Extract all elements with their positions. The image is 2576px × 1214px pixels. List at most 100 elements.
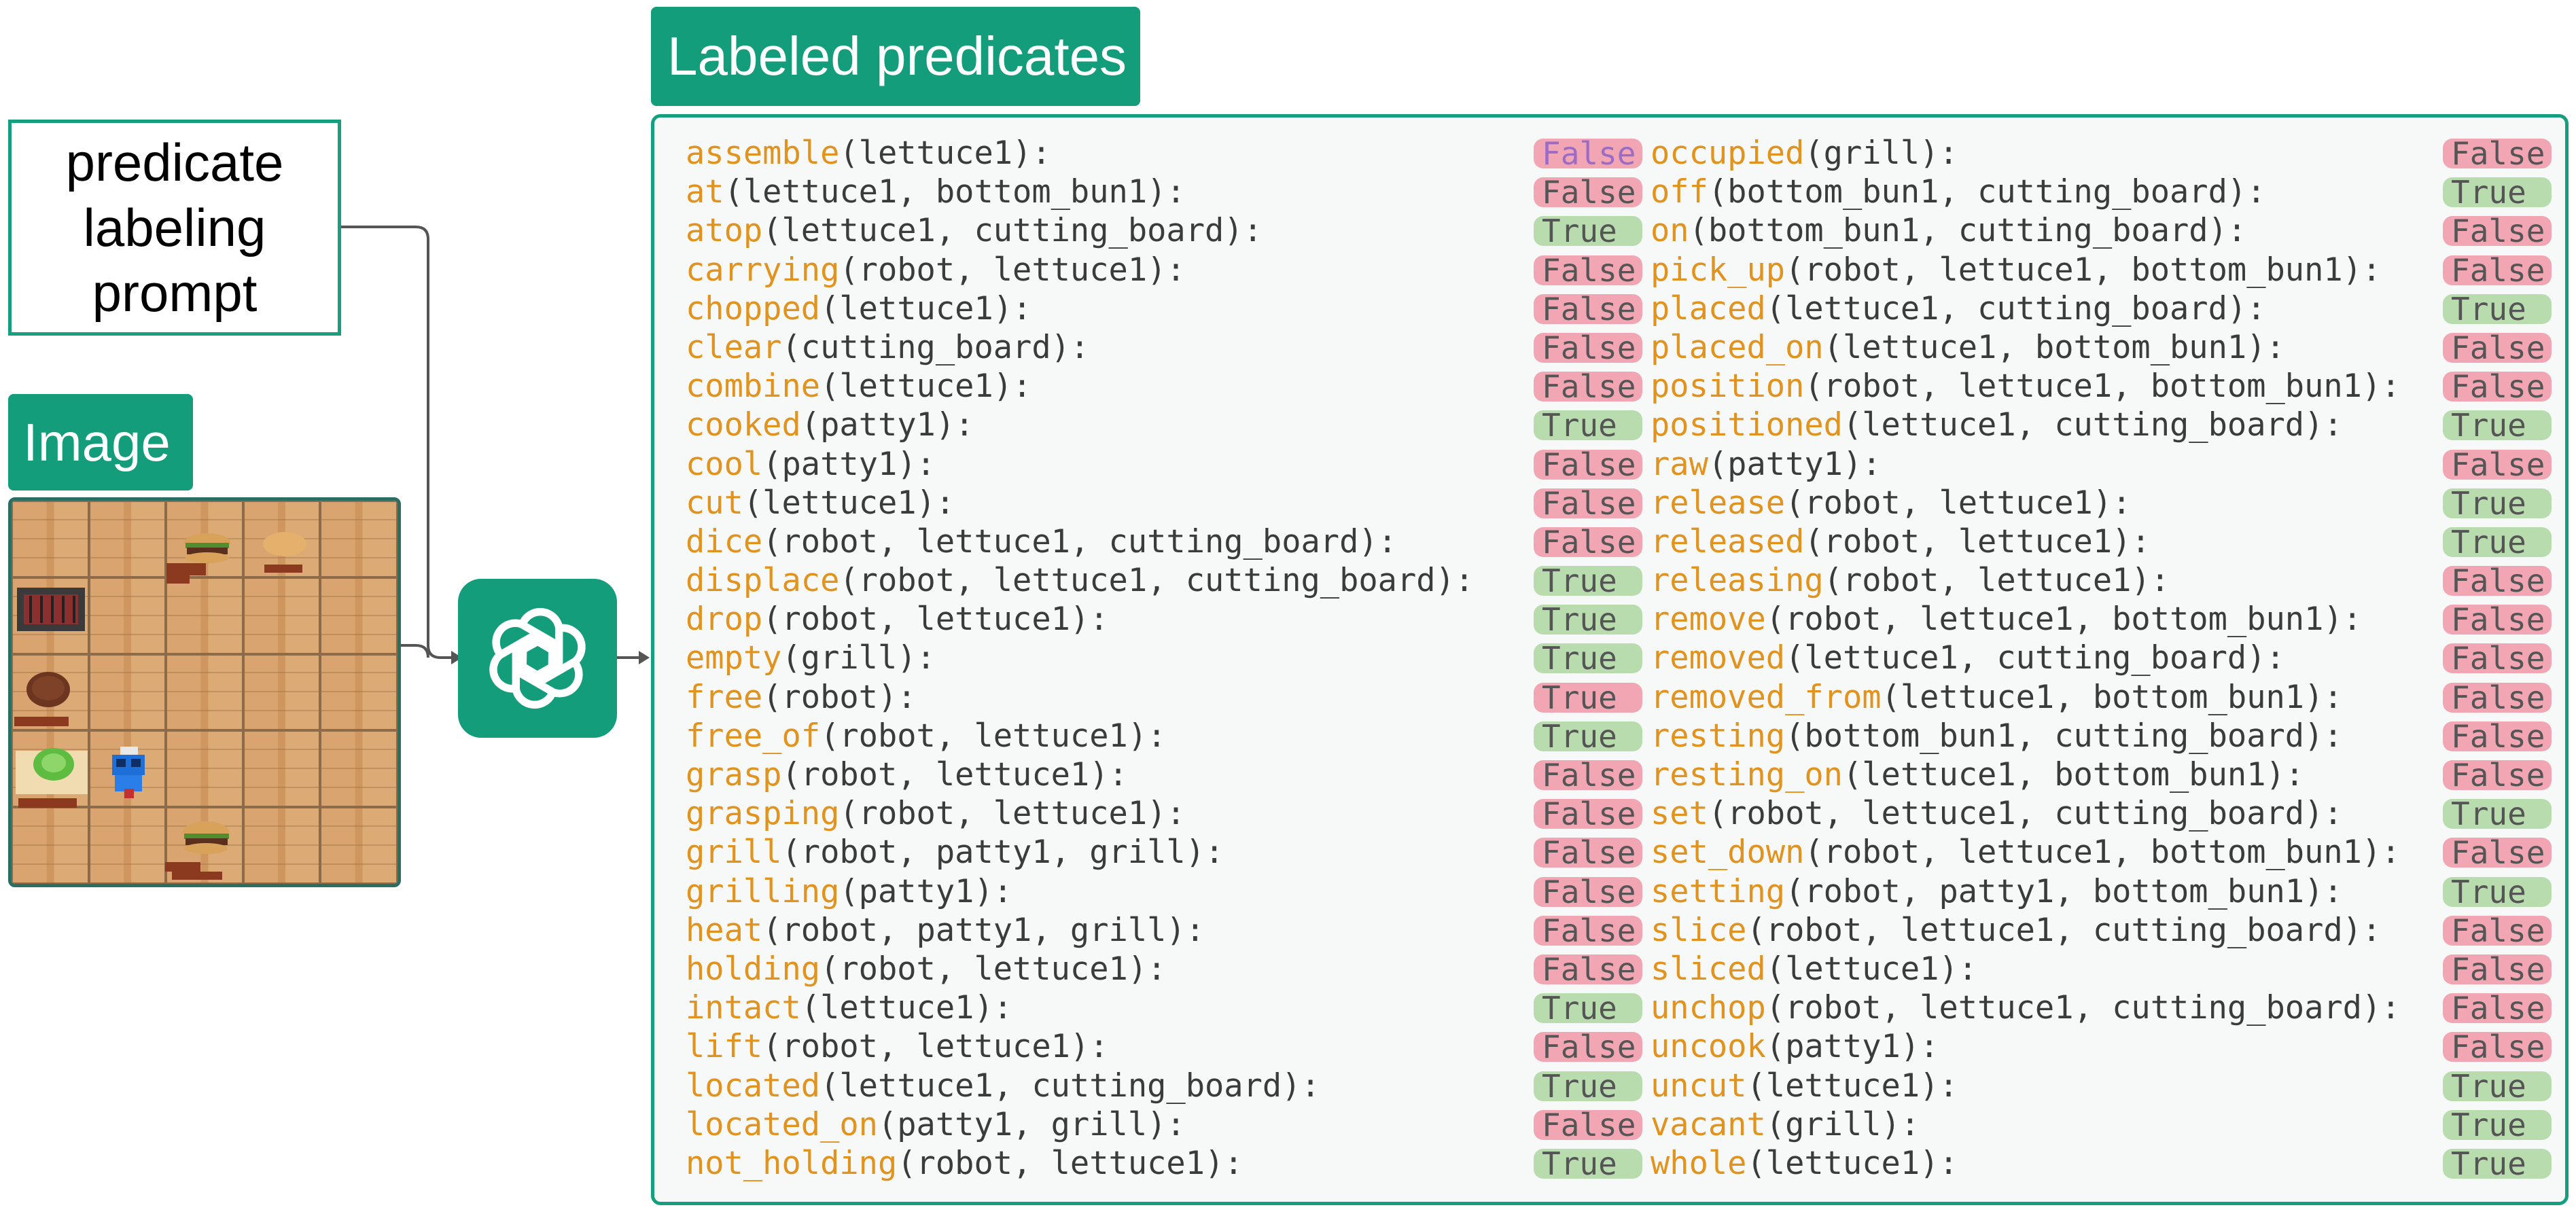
predicate-row: lift(robot, lettuce1):False <box>686 1027 1652 1066</box>
predicate-value-badge: True <box>1534 643 1642 674</box>
predicate-value-badge: False <box>1534 1109 1642 1141</box>
predicate-args: (lettuce1, cutting_board): <box>820 1067 1320 1105</box>
predicate-value-badge: True <box>2443 876 2552 908</box>
predicate-args: (robot, lettuce1, cutting_board): <box>839 562 1475 600</box>
predicate-args: (robot, patty1, grill): <box>762 911 1205 949</box>
predicate-value-badge: True <box>2443 410 2552 441</box>
floor-tile <box>166 577 243 654</box>
predicate-args: (grill): <box>1804 135 1958 172</box>
predicate-name: resting <box>1651 717 1786 755</box>
predicate-name: placed_on <box>1651 328 1824 366</box>
predicate-name: cut <box>686 484 743 522</box>
predicate-name: grill <box>686 834 782 872</box>
robot-object <box>112 747 145 798</box>
predicate-value-badge: False <box>2443 915 2552 946</box>
predicate-value-badge: False <box>2443 255 2552 286</box>
burger-object-top <box>166 533 230 584</box>
predicate-value-badge: True <box>1534 1071 1642 1102</box>
predicate-name: free <box>686 678 763 716</box>
image-tag: Image <box>8 394 193 490</box>
predicate-args: (lettuce1): <box>1765 950 1978 988</box>
predicate-args: (lettuce1, cutting_board): <box>1765 289 2266 327</box>
predicate-name: off <box>1651 173 1708 211</box>
predicate-args: (robot, lettuce1, bottom_bun1): <box>1785 251 2382 289</box>
predicate-args: (bottom_bun1, cutting_board): <box>1689 212 2247 250</box>
predicate-value-badge: False <box>1534 449 1642 480</box>
predicate-row: position(robot, lettuce1, bottom_bun1):F… <box>1651 367 2554 406</box>
predicate-value-badge: False <box>1534 760 1642 791</box>
predicate-args: (robot, lettuce1): <box>781 756 1128 793</box>
predicate-name: vacant <box>1651 1105 1766 1143</box>
predicate-value-badge: False <box>1534 332 1642 363</box>
predicate-row: carrying(robot, lettuce1):False <box>686 251 1652 289</box>
predicate-row: heat(robot, patty1, grill):False <box>686 911 1652 950</box>
predicate-row: off(bottom_bun1, cutting_board):True <box>1651 173 2554 211</box>
predicate-name: release <box>1651 484 1786 522</box>
predicate-value-badge: True <box>1534 1148 1642 1179</box>
predicate-args: (robot, lettuce1): <box>1823 562 2170 600</box>
predicate-row: cut(lettuce1):False <box>686 484 1652 522</box>
bun-object <box>263 532 306 573</box>
predicate-name: uncut <box>1651 1067 1747 1105</box>
predicate-name: intact <box>686 989 801 1027</box>
predicate-row: set(robot, lettuce1, cutting_board):True <box>1651 794 2554 833</box>
predicate-args: (robot, lettuce1): <box>897 1144 1243 1182</box>
predicate-name: position <box>1651 368 1805 406</box>
predicate-value-badge: False <box>1534 915 1642 946</box>
predicate-row: occupied(grill): False <box>1651 134 2554 173</box>
burger-object-bottom <box>165 821 229 880</box>
predicate-value-badge: False <box>2443 760 2552 791</box>
predicate-row: vacant(grill):True <box>1651 1105 2554 1144</box>
predicate-value-badge: True <box>1534 993 1642 1024</box>
predicate-value-badge: False <box>2443 643 2552 674</box>
predicate-value-badge: False <box>2443 371 2552 402</box>
predicate-value-badge: False <box>2443 332 2552 363</box>
predicate-row: chopped(lettuce1):False <box>686 289 1652 328</box>
predicate-name: located <box>686 1067 821 1105</box>
predicate-args: (grill): <box>1765 1105 1920 1143</box>
predicate-name: sliced <box>1651 950 1766 988</box>
predicate-args: (lettuce1, cutting_board): <box>1842 406 2343 444</box>
predicate-name: set_down <box>1651 834 1805 872</box>
predicate-name: positioned <box>1651 406 1843 444</box>
predicate-row: releasing(robot, lettuce1):False <box>1651 561 2554 600</box>
predicate-labeling-prompt-box: predicate labeling prompt <box>8 120 341 336</box>
predicate-name: occupied <box>1651 135 1805 172</box>
predicate-args: (robot, lettuce1): <box>762 1028 1109 1066</box>
predicate-value-badge: False <box>2443 449 2552 480</box>
predicate-value-badge: False <box>2443 138 2552 169</box>
predicate-args: (robot, lettuce1): <box>1804 522 2151 560</box>
floor-tile <box>243 730 321 808</box>
predicate-args: (lettuce1): <box>1746 1144 1958 1182</box>
predicate-row: drop(robot, lettuce1):True <box>686 600 1652 639</box>
predicate-args: (lettuce1, cutting_board): <box>762 212 1263 250</box>
predicate-row: not_holding(robot, lettuce1): True <box>686 1144 1652 1183</box>
predicate-row: on(bottom_bun1, cutting_board):False <box>1651 211 2554 250</box>
predicate-args: (patty1): <box>1765 1028 1939 1066</box>
predicate-args: (lettuce1, bottom_bun1): <box>1823 328 2285 366</box>
predicate-name: clear <box>686 328 782 366</box>
predicate-row: placed(lettuce1, cutting_board):True <box>1651 289 2554 328</box>
predicate-row: displace(robot, lettuce1, cutting_board)… <box>686 561 1652 600</box>
predicate-row: cooked(patty1):True <box>686 406 1652 444</box>
predicate-name: not_holding <box>686 1144 898 1182</box>
predicate-row: unchop(robot, lettuce1, cutting_board):F… <box>1651 988 2554 1027</box>
predicate-value-badge: False <box>1534 954 1642 985</box>
predicate-value-badge: False <box>1534 255 1642 286</box>
predicate-args: (grill): <box>781 639 936 677</box>
predicate-args: (robot, lettuce1, cutting_board): <box>1708 795 2343 833</box>
openai-logo-icon <box>458 579 617 738</box>
patty-object <box>14 672 70 726</box>
predicate-value-badge: True <box>2443 526 2552 558</box>
predicate-value-badge: False <box>2443 721 2552 752</box>
predicate-value-badge: False <box>1534 798 1642 829</box>
predicate-value-badge: False <box>2443 1031 2552 1063</box>
predicate-value-badge: True <box>2443 798 2552 829</box>
predicate-value-badge: False <box>2443 954 2552 985</box>
predicate-value-badge: True <box>2443 177 2552 208</box>
predicate-name: remove <box>1651 601 1766 639</box>
predicate-args: (robot, patty1, grill): <box>781 834 1224 872</box>
predicate-args: (patty1): <box>800 406 974 444</box>
